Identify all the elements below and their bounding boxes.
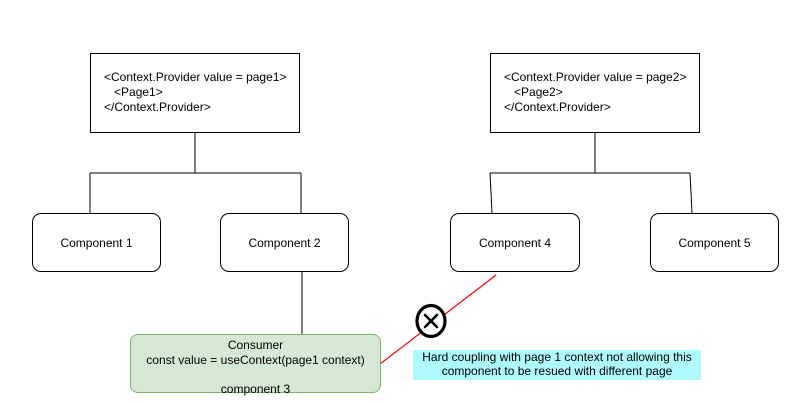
component4-node: Component 4	[450, 213, 580, 272]
component4-label: Component 4	[478, 235, 552, 250]
component5-drop-connector	[689, 172, 693, 214]
component2-label: Component 2	[248, 235, 321, 250]
prohibited-x-icon	[415, 303, 447, 339]
provider2-code-line: <Context.Provider value = page2>	[504, 70, 687, 84]
consumer-blank-line	[131, 367, 380, 382]
component4-drop-connector	[489, 172, 493, 214]
context-provider2-node: <Context.Provider value = page2> <Page2>…	[490, 53, 700, 133]
consumer-title: Consumer	[227, 338, 284, 352]
component2-node: Component 2	[220, 213, 349, 272]
component5-node: Component 5	[650, 213, 779, 272]
note-text-line: component to be resued with different pa…	[441, 363, 673, 378]
provider1-code-line: <Page1>	[104, 85, 163, 99]
note-text-line: Hard coupling with page 1 context not al…	[422, 350, 692, 364]
provider2-code-line: </Context.Provider>	[504, 100, 611, 114]
component1-node: Component 1	[32, 213, 161, 272]
consumer-component-label: component 3	[220, 381, 291, 396]
component1-label: Component 1	[60, 235, 133, 250]
provider1-code-line: <Context.Provider value = page1>	[104, 70, 287, 84]
component5-label: Component 5	[678, 235, 751, 250]
provider1-code-line: </Context.Provider>	[104, 100, 211, 114]
consumer-component3-node: Consumer const value = useContext(page1 …	[130, 334, 381, 396]
consumer-code-line: const value = useContext(page1 context)	[146, 352, 365, 367]
context-provider1-node: <Context.Provider value = page1> <Page1>…	[90, 53, 300, 133]
hard-coupling-note: Hard coupling with page 1 context not al…	[413, 350, 701, 380]
provider2-code-line: <Page2>	[504, 85, 563, 99]
